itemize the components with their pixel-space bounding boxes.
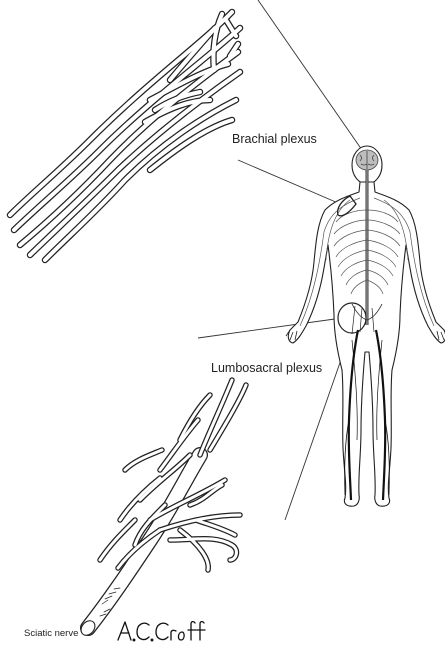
- callout-line-lumbo-lower: [284, 333, 351, 521]
- callout-lines: [197, 0, 363, 521]
- body-outline: [287, 181, 445, 507]
- brachial-plexus-drawing: [6, 8, 244, 264]
- brain: [355, 149, 379, 171]
- callout-line-lumbo-upper: [197, 317, 343, 339]
- brachial-plexus-label: Brachial plexus: [232, 132, 317, 146]
- sciatic-nerve-label: Sciatic nerve: [24, 628, 79, 639]
- artist-signature: [117, 620, 206, 642]
- callout-line-upper: [257, 0, 363, 151]
- left-hand-fingers: [285, 329, 298, 341]
- intercostal-nerves: [299, 197, 435, 327]
- lumbosacral-region: [337, 302, 383, 335]
- brachial-region-marker: [336, 195, 357, 217]
- lumbosacral-plexus-label: Lumbosacral plexus: [211, 361, 323, 375]
- lumbosacral-plexus-drawing: [80, 377, 249, 636]
- leg-nerves: [344, 329, 390, 501]
- callout-line-brachial: [237, 159, 346, 207]
